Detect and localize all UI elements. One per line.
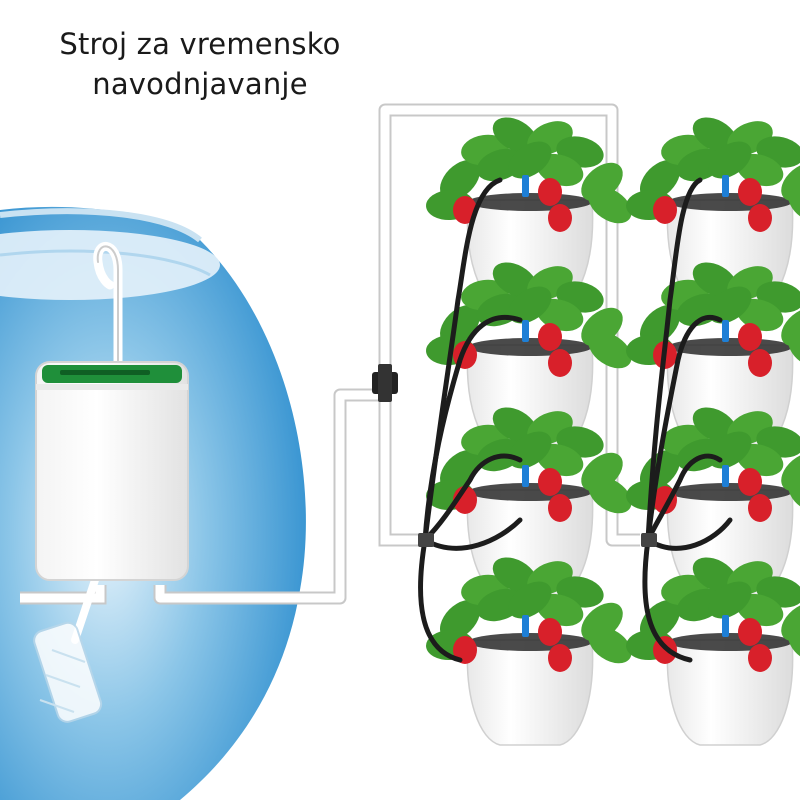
strawberry xyxy=(653,196,677,224)
pot xyxy=(466,639,594,746)
dripper-icon xyxy=(522,615,529,637)
tee-connector-icon xyxy=(372,364,398,402)
strawberry xyxy=(538,178,562,206)
strawberry xyxy=(548,494,572,522)
strawberry xyxy=(748,494,772,522)
leaf xyxy=(692,407,738,443)
leaf xyxy=(708,141,752,179)
leaf xyxy=(692,117,738,153)
leaf xyxy=(588,626,632,664)
dripper-icon xyxy=(522,175,529,197)
filter-icon xyxy=(33,621,103,723)
strawberry xyxy=(748,349,772,377)
dripper-icon xyxy=(722,465,729,487)
leaf xyxy=(492,117,538,153)
planter xyxy=(426,557,632,746)
leaf xyxy=(692,557,738,593)
leaf xyxy=(708,581,752,619)
strawberry xyxy=(748,644,772,672)
caption-title: Stroj za vremensko navodnjavanje xyxy=(20,24,380,104)
leaf xyxy=(508,286,552,324)
dripper-icon xyxy=(522,320,529,342)
strawberry-planters xyxy=(426,117,800,746)
strawberry xyxy=(738,323,762,351)
strawberry xyxy=(538,468,562,496)
pump-unit xyxy=(35,361,189,581)
planter xyxy=(626,557,800,746)
strawberry xyxy=(548,644,572,672)
leaf xyxy=(788,186,800,224)
leaf xyxy=(788,626,800,664)
leaf xyxy=(492,262,538,298)
leaf xyxy=(692,262,738,298)
leaf xyxy=(492,407,538,443)
pot xyxy=(666,639,794,746)
strawberry xyxy=(538,323,562,351)
strawberry xyxy=(738,468,762,496)
leaf xyxy=(588,476,632,514)
caption-line-2: navodnjavanje xyxy=(92,67,308,101)
dripper-icon xyxy=(522,465,529,487)
leaf xyxy=(492,557,538,593)
caption-line-1: Stroj za vremensko xyxy=(59,27,341,61)
strawberry xyxy=(453,636,477,664)
leaf xyxy=(788,331,800,369)
strawberry xyxy=(748,204,772,232)
strawberry xyxy=(548,204,572,232)
tube-splitters xyxy=(418,533,657,547)
dripper-icon xyxy=(722,615,729,637)
leaf xyxy=(588,331,632,369)
leaf xyxy=(708,286,752,324)
strawberry xyxy=(453,196,477,224)
dripper-icon xyxy=(722,320,729,342)
strawberry xyxy=(538,618,562,646)
strawberry xyxy=(738,178,762,206)
drip-lines xyxy=(418,177,733,663)
leaf xyxy=(508,141,552,179)
dripper-icon xyxy=(722,175,729,197)
leaf xyxy=(588,186,632,224)
strawberry xyxy=(548,349,572,377)
leaf xyxy=(788,476,800,514)
strawberry xyxy=(738,618,762,646)
leaf xyxy=(508,581,552,619)
